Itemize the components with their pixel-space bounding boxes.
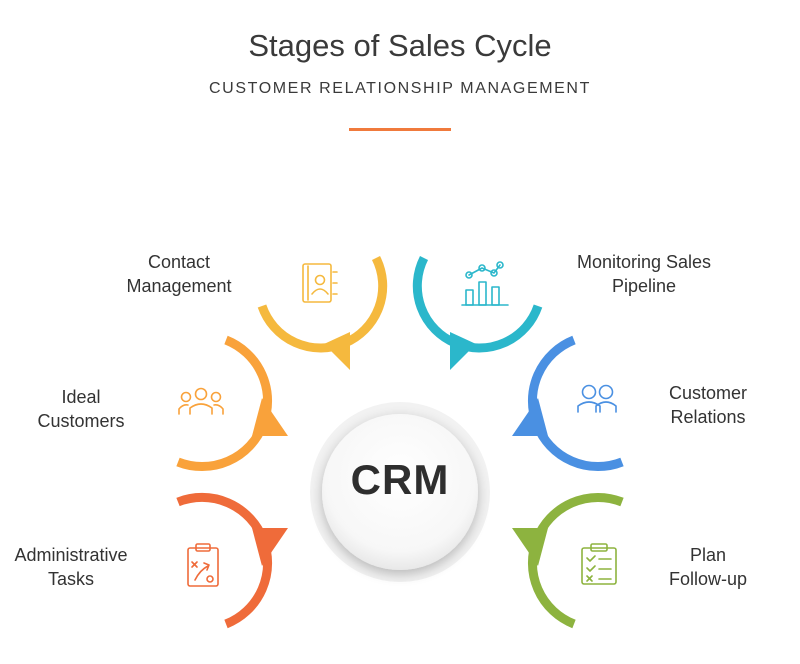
bar-chart-icon: [461, 261, 509, 306]
page-title: Stages of Sales Cycle: [248, 28, 552, 63]
stage-label-line1: Plan: [689, 545, 727, 565]
stage-label-customer-relations: Customer Relations: [648, 381, 768, 429]
crm-hub: [322, 414, 478, 570]
stage-label-ideal-customers: Ideal Customers: [16, 385, 146, 433]
stage-label-administrative-tasks: Administrative Tasks: [0, 543, 142, 591]
stage-arc-monitoring-sales-pipeline: [412, 255, 543, 370]
group-icon: [178, 387, 224, 415]
stage-arc-contact-management: [257, 255, 388, 370]
stage-label-line1: Contact: [147, 252, 211, 272]
strategy-clipboard-icon: [187, 543, 219, 587]
stage-label-plan-follow-up: Plan Follow-up: [650, 543, 766, 591]
stage-arc-plan-follow-up: [512, 492, 624, 629]
crm-label: CRM: [350, 456, 450, 503]
stage-label-line1: Ideal: [61, 387, 101, 407]
stage-label-line2: Relations: [670, 407, 746, 427]
two-people-icon: [577, 384, 617, 413]
stage-label-line2: Management: [126, 276, 232, 296]
stage-label-contact-management: Contact Management: [100, 250, 258, 298]
stage-label-line1: Administrative: [14, 545, 128, 565]
stage-arc-ideal-customers: [176, 335, 288, 472]
title-divider: [349, 128, 451, 131]
contact-book-icon: [302, 263, 338, 303]
checklist-clipboard-icon: [581, 543, 617, 585]
stage-arc-administrative-tasks: [176, 492, 288, 629]
stage-label-monitoring-sales-pipeline: Monitoring Sales Pipeline: [556, 250, 732, 298]
stage-label-line2: Tasks: [47, 569, 94, 589]
stage-label-line1: Monitoring Sales: [576, 252, 712, 272]
stage-label-line1: Customer: [668, 383, 748, 403]
stage-label-line2: Customers: [37, 411, 125, 431]
stage-label-line2: Follow-up: [668, 569, 748, 589]
stage-label-line2: Pipeline: [611, 276, 677, 296]
stage-arc-customer-relations: [512, 335, 624, 472]
page-subtitle: CUSTOMER RELATIONSHIP MANAGEMENT: [209, 80, 591, 97]
